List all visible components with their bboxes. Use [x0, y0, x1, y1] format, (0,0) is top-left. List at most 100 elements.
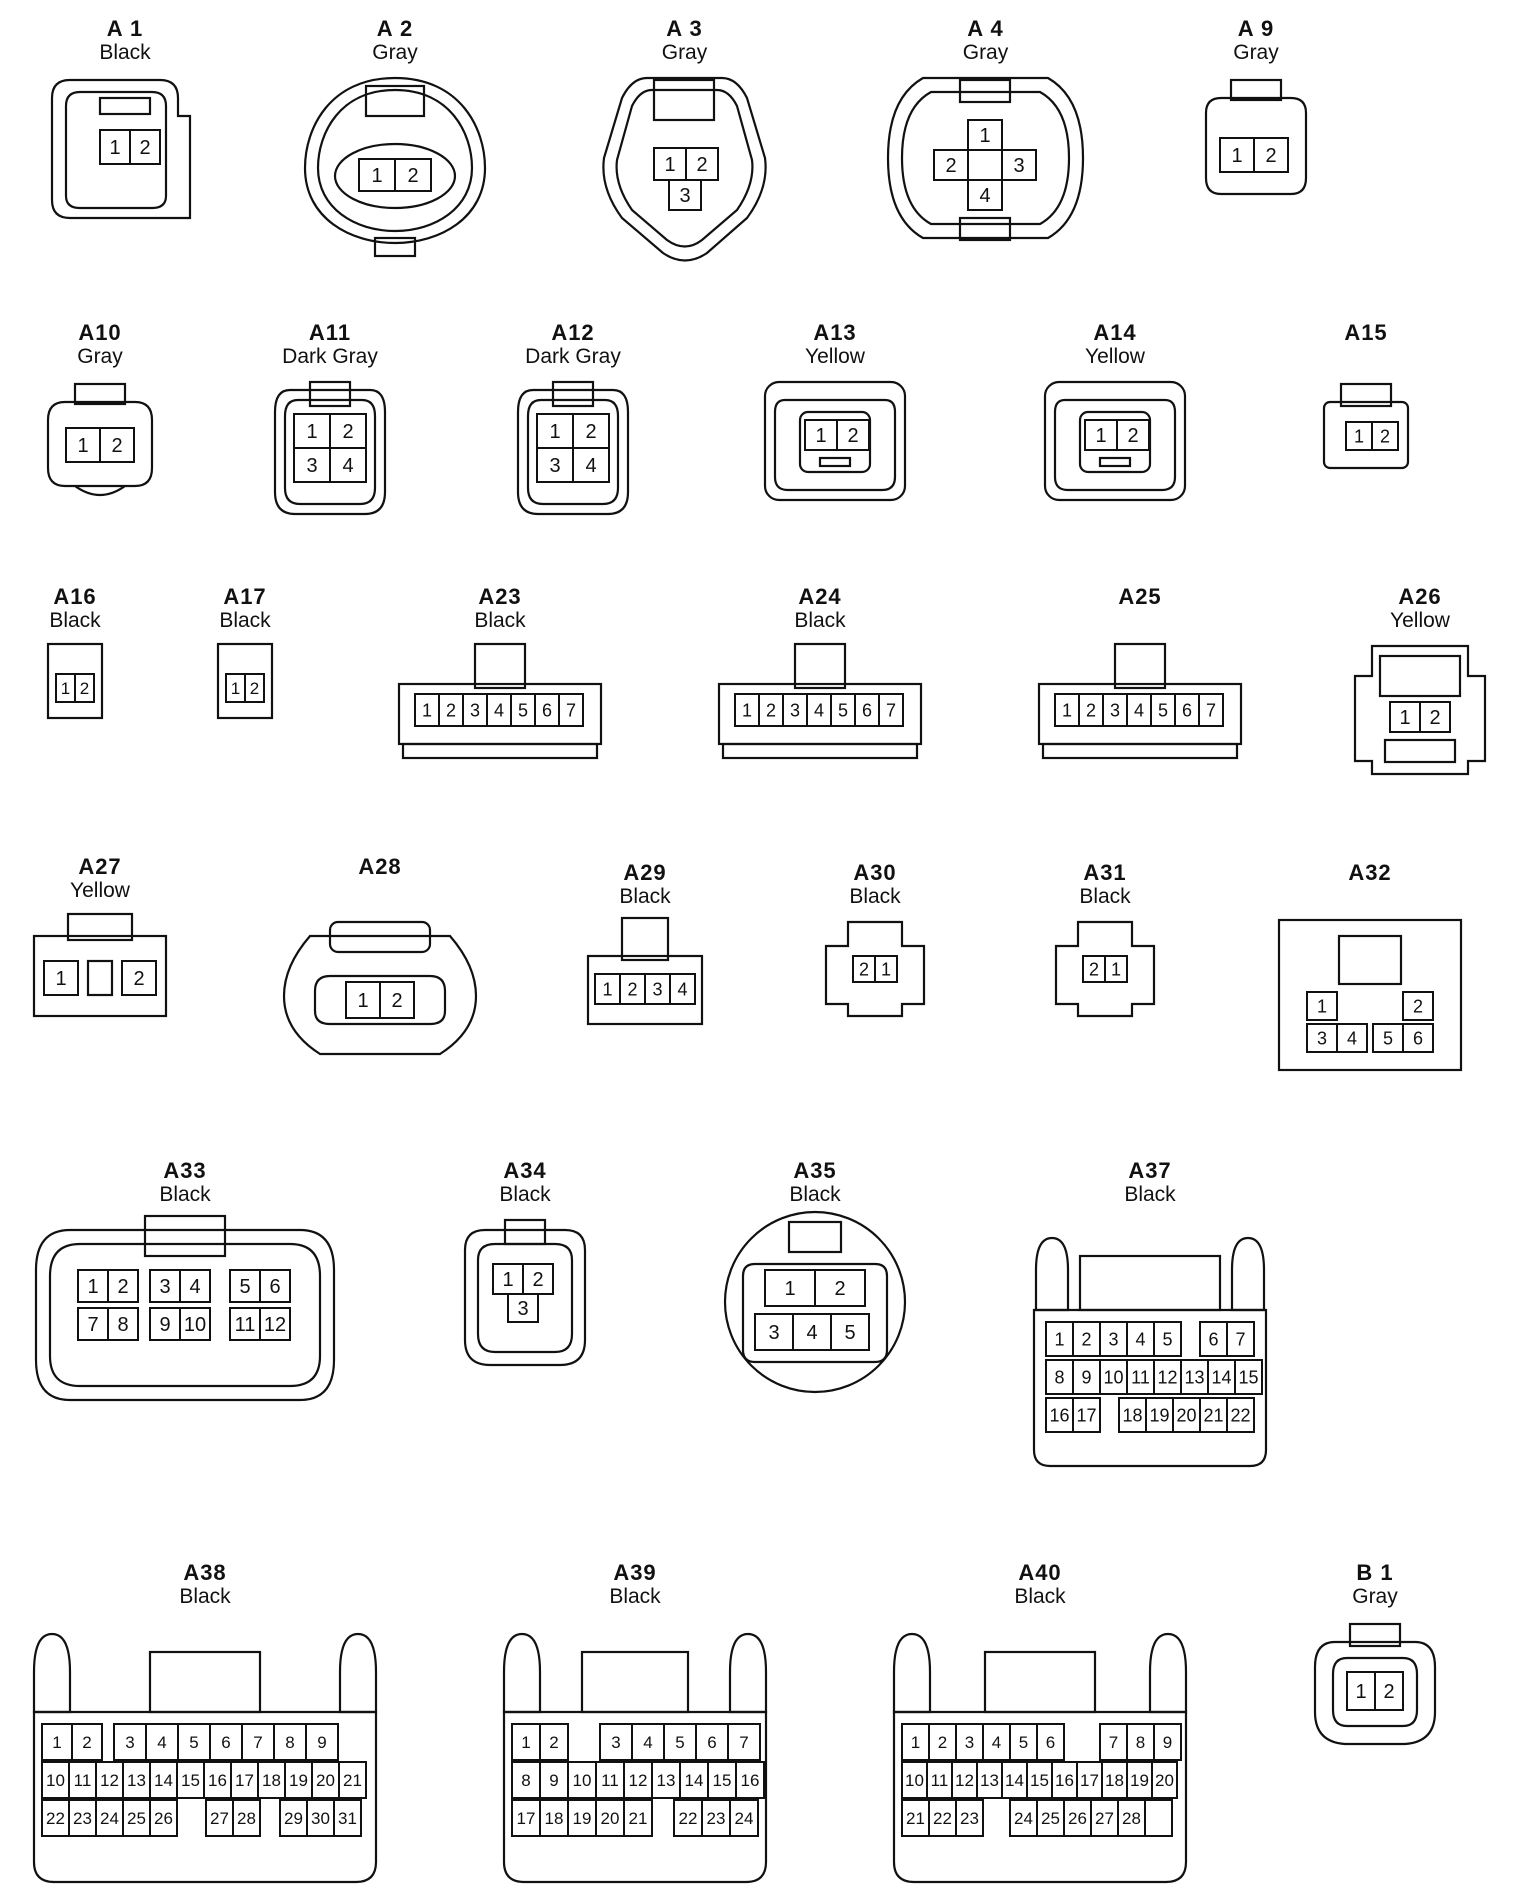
pin-cell: 2: [1371, 421, 1399, 451]
pin-cell: 19: [1145, 1397, 1174, 1433]
pin-cell: 16: [1051, 1761, 1078, 1799]
connector-id: A12: [551, 320, 595, 345]
pin-number: 11: [601, 1771, 619, 1790]
pin-number: 4: [806, 1322, 817, 1344]
pin-number: 2: [82, 1733, 91, 1752]
pin-cell: 1: [1054, 693, 1080, 727]
pin-cell: 5: [1153, 1321, 1182, 1357]
pin-cell: 4: [792, 1313, 832, 1351]
pin-cell: 2: [107, 1269, 139, 1303]
pin-cell: 11: [1126, 1359, 1155, 1395]
pin-cell: 2: [99, 427, 135, 463]
pin-cell: 1: [734, 693, 760, 727]
connector-id: A 2: [376, 16, 414, 41]
pin-number: 1: [1054, 1329, 1064, 1349]
pin-cell: 2: [71, 1723, 103, 1761]
pin-number: 4: [494, 700, 504, 720]
pin-number: 5: [675, 1733, 684, 1752]
side-latch: [32, 1632, 72, 1714]
pin-cell: 6: [1402, 1023, 1434, 1053]
pin-cell: 2: [329, 413, 367, 449]
pin-cell: 20: [1172, 1397, 1201, 1433]
pin-cell: 3: [462, 693, 488, 727]
pin-cell: 3: [293, 447, 331, 483]
pin-cell: 3: [1099, 1321, 1128, 1357]
latch: [620, 916, 670, 962]
base: [1041, 742, 1239, 760]
pin-cell: 1: [1045, 1321, 1074, 1357]
housing-outline: [1331, 1656, 1419, 1728]
pin-number: 23: [707, 1809, 726, 1828]
pin-number: 11: [235, 1314, 256, 1336]
pin-number: 15: [1238, 1367, 1258, 1387]
connector-id: A27: [78, 854, 122, 879]
pin-cell: 13: [976, 1761, 1003, 1799]
pin-cell: 2: [928, 1723, 957, 1761]
pin-number: 6: [862, 700, 872, 720]
pin-number: 1: [784, 1278, 795, 1300]
pin-cell: 1: [1219, 137, 1255, 173]
pin-cell: 2: [379, 981, 415, 1019]
pin-number: 16: [208, 1771, 227, 1790]
connector-id: A28: [358, 854, 402, 879]
pin-number: 5: [844, 1322, 855, 1344]
pin-cell: 3: [113, 1723, 147, 1761]
pin-number: 1: [87, 1276, 98, 1298]
pin-number: 12: [264, 1314, 286, 1336]
connector-color: Yellow: [805, 345, 865, 368]
pin-number: 8: [285, 1733, 294, 1752]
pin-cell: 1: [1389, 701, 1421, 733]
pin-cell: 21: [623, 1799, 653, 1837]
pin-number: 15: [713, 1771, 732, 1790]
pin-cell: 1: [225, 673, 246, 703]
pin-number: 4: [992, 1733, 1001, 1752]
housing-outline: [46, 642, 104, 720]
connector-color: Black: [49, 609, 101, 632]
pin-cell: 14: [679, 1761, 709, 1799]
latch: [580, 1650, 690, 1714]
pin-number: 1: [979, 125, 990, 147]
housing-outline: [333, 142, 457, 210]
pin-cell: 23: [701, 1799, 731, 1837]
pin-cell: 1: [967, 119, 1003, 151]
connector-color: Black: [499, 1183, 551, 1206]
pin-number: 19: [1130, 1771, 1149, 1790]
pin-cell: 18: [1118, 1397, 1147, 1433]
pin-cell: 3: [599, 1723, 633, 1761]
pin-number: 1: [881, 959, 891, 979]
housing-outline: [1313, 1640, 1437, 1746]
latch: [958, 78, 1012, 104]
side-latch: [728, 1632, 768, 1714]
pin-number: 4: [814, 700, 824, 720]
pin-number: 2: [696, 154, 707, 176]
pin-number: 7: [87, 1314, 98, 1336]
pin-number: 11: [74, 1771, 92, 1790]
pin-cell: 2: [836, 419, 870, 451]
pin-cell: 22: [1226, 1397, 1255, 1433]
pin-cell: 19: [1126, 1761, 1153, 1799]
pin-number: 2: [1081, 1329, 1091, 1349]
pin-number: 9: [1081, 1367, 1091, 1387]
pin-cell: 2: [539, 1723, 569, 1761]
pin-cell: 16: [735, 1761, 765, 1799]
pin-cell: 12: [259, 1307, 291, 1341]
pin-cell: 1: [43, 960, 79, 996]
pin-cell: 8: [1045, 1359, 1074, 1395]
pin-cell: 6: [209, 1723, 243, 1761]
connector-color: Gray: [77, 345, 123, 368]
pin-cell: 4: [1336, 1023, 1368, 1053]
pin-cell: 5: [1009, 1723, 1038, 1761]
pin-number: 24: [100, 1809, 119, 1828]
latch: [66, 912, 134, 942]
pin-cell: 2: [394, 158, 432, 192]
